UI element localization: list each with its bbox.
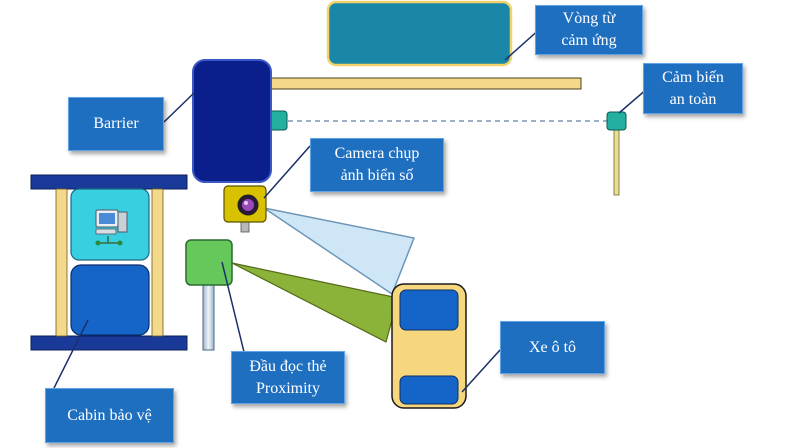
barrier-body [192, 59, 272, 183]
camera-view-beam [263, 207, 416, 296]
card-reader [185, 239, 233, 286]
car-rear-window [399, 375, 459, 405]
leader-camera [263, 145, 311, 199]
label-car: Xe ô tô [500, 321, 605, 374]
card-reader-post [202, 283, 215, 351]
label-card-reader: Đầu đọc thẻ Proximity [231, 351, 345, 404]
cabin-top-bar [30, 174, 188, 190]
computer-icon [95, 209, 128, 246]
car-front-window [399, 289, 459, 331]
barrier-arm [267, 77, 582, 90]
label-barrier: Barrier [68, 97, 164, 151]
cabin-bottom-bar [30, 335, 188, 351]
cabin-right-post [151, 188, 164, 337]
label-camera: Camera chụp ảnh biển số [310, 138, 444, 192]
leader-card-reader [221, 261, 245, 353]
leader-barrier [163, 91, 196, 123]
label-cabin: Cabin bảo vệ [45, 388, 174, 443]
safety-sensor-post [613, 128, 620, 196]
label-safety-sensor: Cảm biến an toàn [643, 63, 743, 114]
induction-loop [326, 0, 513, 67]
leader-cabin [53, 319, 89, 389]
cabin-left-post [55, 188, 68, 337]
cabin-desk [70, 264, 150, 336]
safety-sensor [606, 111, 627, 131]
leader-car [461, 349, 501, 393]
label-induction-loop: Vòng từ cảm ứng [535, 5, 643, 55]
